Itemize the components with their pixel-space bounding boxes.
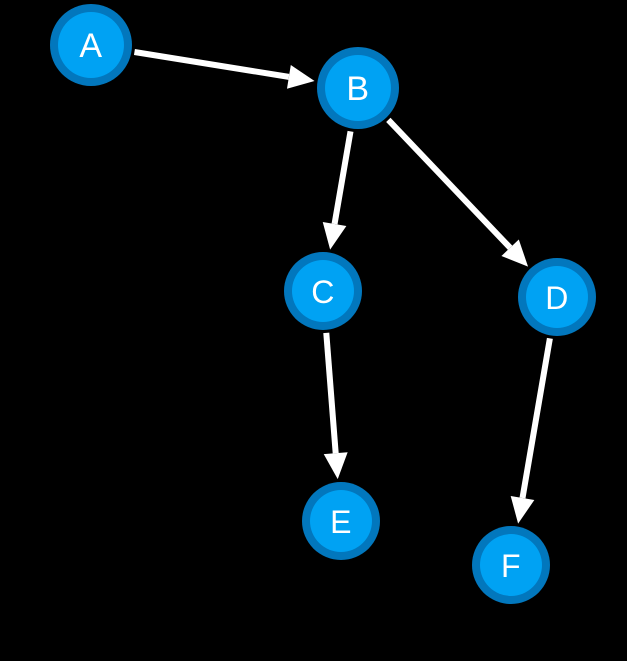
graph-node-b[interactable]: B	[317, 47, 399, 129]
graph-node-e[interactable]: E	[302, 482, 380, 560]
graph-node-a[interactable]: A	[50, 4, 132, 86]
node-label: A	[79, 27, 102, 65]
graph-node-c[interactable]: C	[284, 252, 362, 330]
node-core	[480, 534, 542, 596]
edge-shaft	[519, 337, 553, 499]
graph-node-f[interactable]: F	[472, 526, 550, 604]
graph-edge-c-to-e[interactable]	[323, 332, 348, 480]
edge-shaft	[386, 117, 513, 250]
arrowhead-icon	[501, 239, 529, 267]
node-core	[325, 55, 391, 121]
node-layer: A B C D E F	[50, 4, 596, 604]
node-label: D	[545, 280, 569, 316]
arrowhead-icon	[286, 65, 315, 89]
graph-edge-d-to-f[interactable]	[510, 337, 553, 524]
edge-shaft	[323, 332, 339, 454]
node-core	[310, 490, 372, 552]
node-core	[292, 260, 354, 322]
node-label: B	[346, 70, 369, 108]
graph-edge-b-to-c[interactable]	[322, 130, 354, 250]
edge-shaft	[133, 49, 290, 80]
node-label: E	[330, 504, 352, 540]
edge-shaft	[331, 130, 354, 225]
node-label: F	[501, 548, 521, 584]
graph-edge-b-to-d[interactable]	[386, 117, 529, 267]
arrowhead-icon	[322, 221, 347, 250]
edge-layer	[133, 49, 553, 524]
node-label: C	[311, 274, 335, 310]
node-core	[58, 12, 124, 78]
graph-edge-a-to-b[interactable]	[133, 49, 315, 89]
graph-node-d[interactable]: D	[518, 258, 596, 336]
node-core	[526, 266, 588, 328]
arrowhead-icon	[323, 452, 348, 480]
arrowhead-icon	[510, 495, 535, 524]
